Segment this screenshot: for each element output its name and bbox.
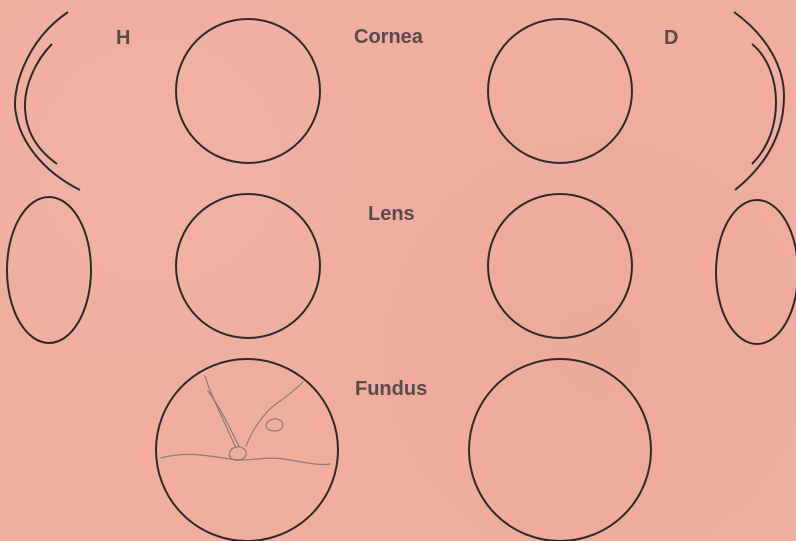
left-fundus-circle	[156, 359, 338, 541]
left-fundus-sketch-oval-mark	[266, 419, 283, 431]
right-lens-circle	[488, 194, 632, 338]
right-lens-profile	[716, 200, 796, 344]
left-fundus-sketch-optic-disc	[229, 447, 246, 460]
left-lens-profile	[7, 197, 91, 343]
left-fundus-sketch-vessel-1	[205, 376, 236, 448]
left-lens-circle	[176, 194, 320, 338]
left-fundus-sketch-vessel-2	[208, 391, 239, 446]
right-fundus-circle	[469, 359, 651, 541]
left-fundus-sketch-vessel-3	[246, 382, 303, 446]
left-cornea-circle	[176, 19, 320, 163]
right-cornea-circle	[488, 19, 632, 163]
